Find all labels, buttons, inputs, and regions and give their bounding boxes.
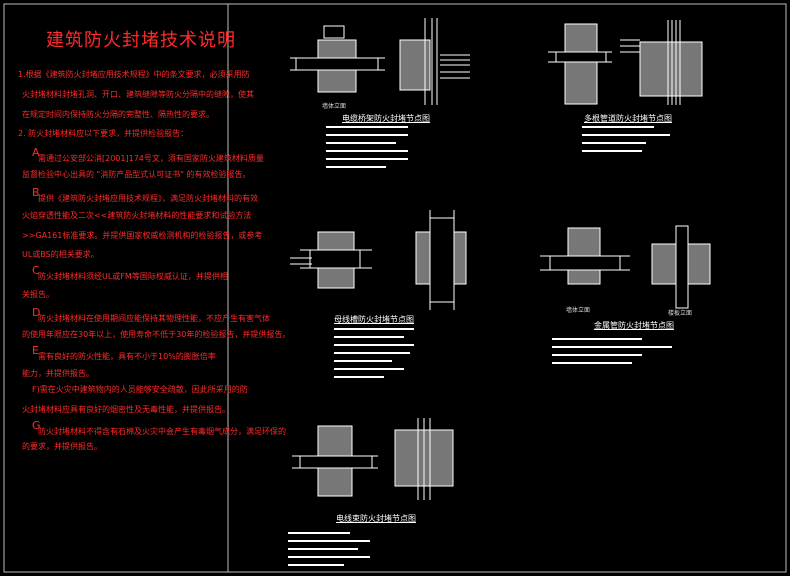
detail-cable-tray <box>290 18 470 105</box>
note-line: 火封堵材料封堵孔洞、开口、建筑缝隙等防火分隔中的缝隙，使其 <box>22 90 254 99</box>
caption-wire-bundle: 电线束防火封堵节点图 <box>336 514 416 523</box>
note-line: 需有良好的防火性能，具有不小于10%的膨胀倍率 <box>38 352 216 361</box>
note-line: 火焰穿透性能及二次<<建筑防火封堵材料的性能要求和试验方法 <box>22 211 252 220</box>
note-line: 需通过公安部公消[2001]174号文，须有国家防火建筑材料质量 <box>38 154 264 163</box>
note-item-letter: D <box>32 306 41 319</box>
detail-busbar <box>290 210 467 310</box>
note-line: 防火封堵材料不得含有石棉及火灾中会产生有毒烟气成分，满足环保的 <box>38 427 286 436</box>
note-line: 的要求，并提供报告。 <box>22 442 102 451</box>
note-line: F)需在火灾中建筑物内的人员能够安全疏散，因此所采用的防 <box>32 385 248 394</box>
label-wall-elevation-1: 墙体立面 <box>322 103 347 110</box>
note-line: 防火封堵材料在使用期间应能保持其物理性能，不应产生有害气体 <box>38 314 270 323</box>
detail-multi-pipe <box>548 20 703 105</box>
note-line: >>GA161标准要求。并提供国家权威检测机构的检验报告，或参考 <box>22 231 263 240</box>
note-line: 在规定时间内保持防火分隔的完整性、隔热性的要求。 <box>22 110 214 119</box>
note-line: 关报告。 <box>22 290 54 299</box>
note-line: 火封堵材料应具有良好的烟密性及无毒性能，并提供报告。 <box>22 405 230 414</box>
notes-title: 建筑防火封堵技术说明 <box>46 30 236 51</box>
note-line: 2. 防火封堵材料应以下要求，并提供检验报告： <box>18 129 189 138</box>
note-line: 提供《建筑防火封堵应用技术规程》，满足防火封堵材料的有效 <box>38 194 258 203</box>
detail-wire-bundle <box>292 418 454 500</box>
note-line: 能力，并提供报告。 <box>22 369 94 378</box>
label-wall-elevation-4: 墙体立面 <box>566 307 591 314</box>
note-line: 1.根据《建筑防火封堵应用技术规程》中的条文要求，必须采用防 <box>18 70 250 79</box>
note-item-letter: A <box>32 146 40 159</box>
note-line: 防火封堵材料须经UL或FM等国际权威认证，并提供相 <box>38 272 228 281</box>
note-line: UL或BS的相关要求。 <box>22 250 99 259</box>
caption-metal-pipe: 金属管防火封堵节点图 <box>594 321 674 330</box>
note-line: 监督检验中心出具的 "消防产品型式认可证书" 的有效检验报告。 <box>22 170 251 179</box>
detail-metal-pipe <box>540 225 711 309</box>
note-line: 的使用年限应在30年以上，使用寿命不低于30年的检验报告，并提供报告。 <box>22 330 291 339</box>
caption-multi-pipe: 多根管道防火封堵节点图 <box>584 114 672 123</box>
note-item-letter: E <box>32 344 39 357</box>
caption-busbar: 母线槽防火封堵节点图 <box>334 315 414 324</box>
note-item-letter: C <box>32 264 40 277</box>
note-item-letter: B <box>32 186 40 199</box>
label-floor-elevation-4: 楼板立面 <box>668 310 693 317</box>
note-item-letter: G <box>32 419 41 432</box>
caption-cable-tray: 电缆桥架防火封堵节点图 <box>342 114 430 123</box>
